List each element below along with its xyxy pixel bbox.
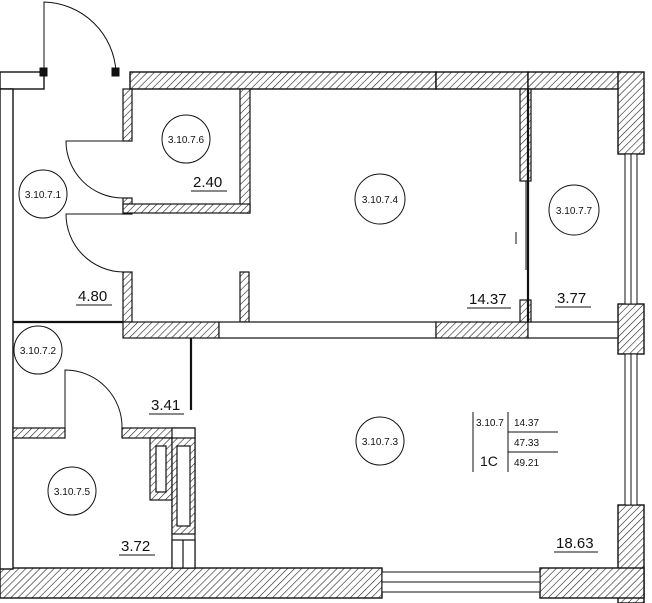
room-id: 3.10.7.4 [362,195,399,206]
bottom-wall-right [539,567,645,599]
windows [381,153,638,593]
bath-door-swing [64,369,123,429]
summary-living-area: 14.37 [514,418,539,429]
room-area: 3.72 [121,538,150,555]
mid-wall-b [218,321,437,339]
interior-walls [12,88,619,569]
room-marker-3.10.7.6 [161,114,211,164]
top-left-wall [0,71,45,90]
top-wall [129,71,437,90]
room-ids: 3.10.7.1 3.10.7.2 3.10.7.3 3.10.7.4 3.10… [20,135,593,498]
left-wall [0,88,14,570]
room-marker-3.10.7.4 [354,173,406,225]
room-marker-3.10.7.5 [47,466,97,516]
mid-wall-c [435,321,529,339]
room-area: 4.80 [78,288,107,305]
room-id: 3.10.7.6 [168,135,205,146]
room-area: 2.40 [193,174,222,191]
room-marker-3.10.7.7 [548,184,600,236]
entrance-door-swing [43,1,117,73]
partitions [13,89,530,410]
room-id: 3.10.7.3 [362,437,399,448]
exterior-walls [0,71,645,603]
summary-total-area: 47.33 [514,438,539,449]
room-id: 3.10.7.1 [25,190,62,201]
summary-total-area-balcony: 49.21 [514,458,539,469]
balcony-wall-lower [519,299,532,323]
room-marker-3.10.7.3 [355,416,405,466]
room-markers [13,114,600,516]
room-area: 14.37 [469,291,507,308]
room-marker-3.10.7.2 [13,325,63,375]
room-wall-stub [239,271,250,323]
top-wall-far-right [527,71,621,90]
room-id: 3.10.7.5 [54,487,91,498]
room-id: 3.10.7.2 [20,346,57,357]
right-wall-upper [617,71,645,155]
area-summary-table: 3.10.7 1С 14.37 47.33 49.21 [472,412,558,472]
balcony-wall [519,88,532,182]
storage-wall-right [239,88,251,214]
summary-apartment: 3.10.7 [476,418,504,429]
room-area: 18.63 [556,535,594,552]
room-areas: 4.80 3.41 18.63 14.37 3.72 2.40 3.77 [76,174,598,556]
summary-type: 1С [480,453,498,469]
doors [39,1,527,429]
mid-wall-d [527,321,619,339]
right-wall-mid [617,303,645,355]
bath-wall-top-left [12,427,66,439]
mid-wall-a [122,321,220,339]
bottom-wall [0,567,383,599]
storage-door-swing [65,140,124,199]
hall-door-swing [65,213,124,273]
room-id: 3.10.7.7 [556,206,593,217]
room-marker-3.10.7.1 [18,169,68,219]
top-wall-right [435,71,529,90]
storage-wall-bottom [122,203,251,214]
room-area: 3.41 [151,397,180,414]
hall-wall-stub [122,271,133,323]
storage-wall-left-top [122,88,133,142]
room-area: 3.77 [557,290,586,307]
